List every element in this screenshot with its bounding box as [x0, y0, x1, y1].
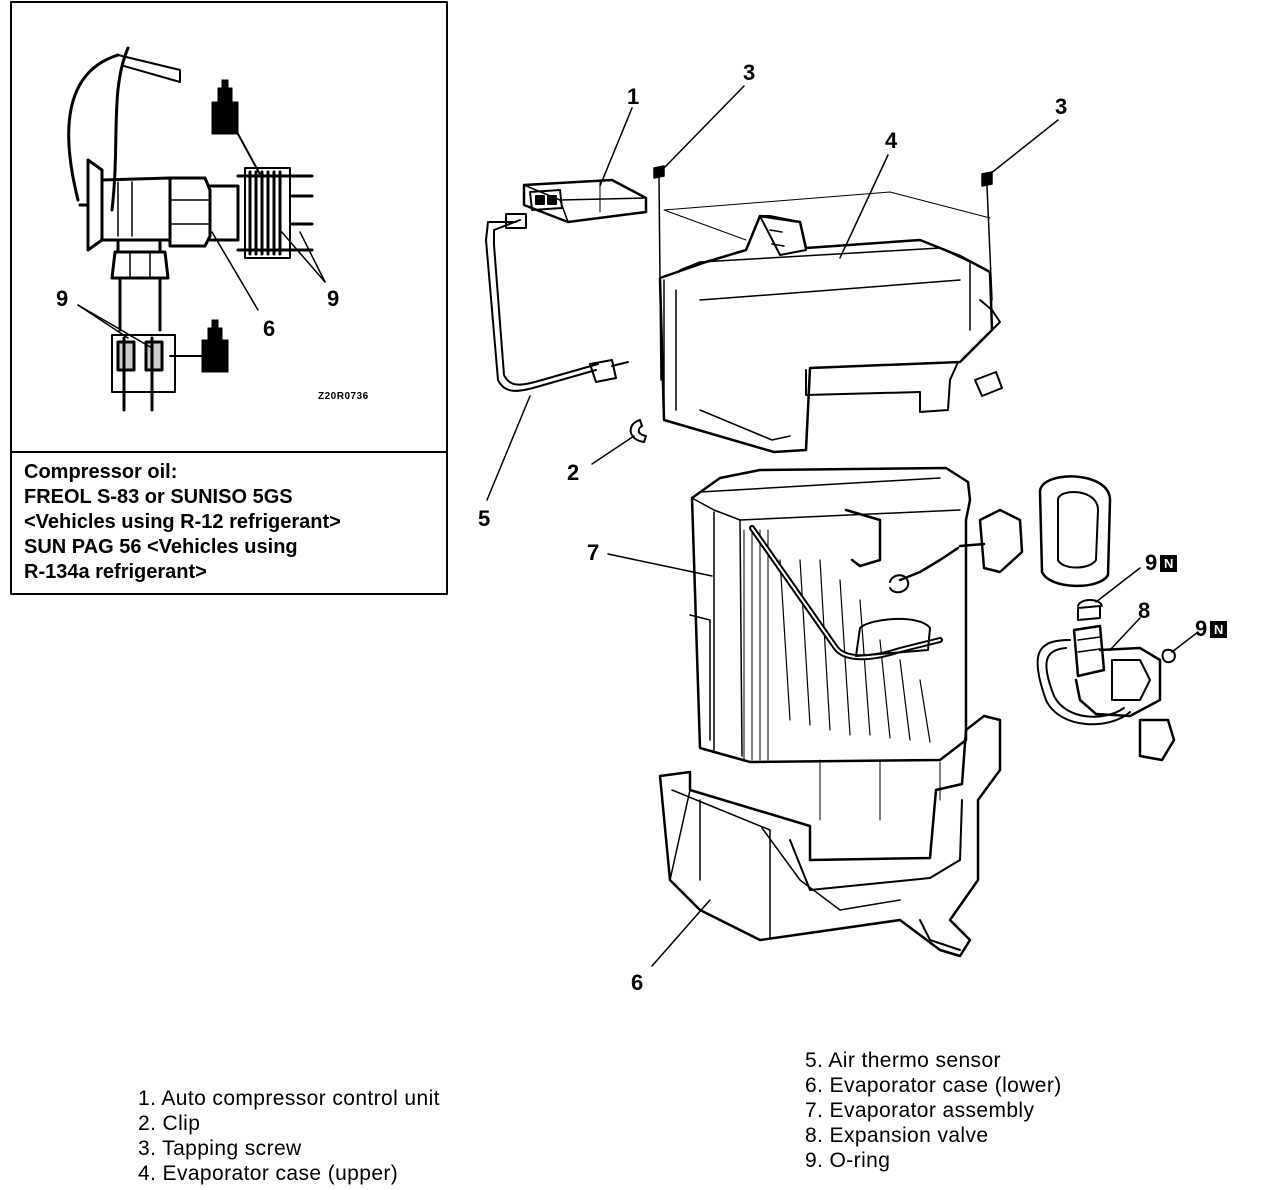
new-part-badge: N: [1160, 555, 1178, 572]
callout-number: 9: [1145, 550, 1158, 575]
expansion-valve: [1036, 605, 1176, 762]
legend-item: 5. Air thermo sensor: [805, 1049, 1001, 1072]
callout-evaporator-assembly: 7: [587, 540, 600, 565]
legend-item: 8. Expansion valve: [805, 1124, 989, 1147]
note-line: SUN PAG 56 <Vehicles using: [24, 536, 298, 558]
legend-item: 6. Evaporator case (lower): [805, 1074, 1062, 1097]
callout-air-thermo-sensor: 5: [478, 506, 491, 531]
legend-left: 1. Auto compressor control unit 2. Clip …: [138, 1086, 440, 1186]
oil-bottle-icon: [211, 79, 263, 179]
callout-clip: 2: [567, 460, 580, 485]
legend-right: 5. Air thermo sensor 6. Evaporator case …: [805, 1048, 1062, 1173]
inset-panel: [10, 1, 448, 595]
evaporator-case-upper: [658, 191, 1003, 454]
callout-number: 9: [1195, 616, 1208, 641]
evaporator-case-lower: [658, 714, 1002, 958]
inset-callout-o-ring-right: 9: [327, 286, 340, 311]
callout-expansion-valve: 8: [1138, 598, 1151, 623]
figure-code: Z20R0736: [318, 391, 369, 402]
compressor-oil-note: Compressor oil: FREOL S-83 or SUNISO 5GS…: [24, 460, 444, 585]
note-line: <Vehicles using R-12 refrigerant>: [24, 511, 341, 533]
note-line: Compressor oil:: [24, 461, 178, 483]
new-part-badge: N: [1210, 621, 1228, 638]
insulation-pad: [1038, 475, 1112, 588]
legend-item: 2. Clip: [138, 1112, 201, 1135]
auto-compressor-control-unit: [522, 178, 648, 224]
callout-tapping-screw-right: 3: [1055, 94, 1068, 119]
note-line: R-134a refrigerant>: [24, 561, 207, 583]
inset-callout-o-ring-left: 9: [56, 286, 69, 311]
legend-item: 4. Evaporator case (upper): [138, 1162, 399, 1185]
leader-lines: [486, 85, 1199, 967]
callout-tapping-screw-left: 3: [743, 60, 756, 85]
callout-evaporator-case-lower: 6: [631, 970, 644, 995]
callout-auto-compressor-control-unit: 1: [627, 84, 640, 109]
callout-evaporator-case-upper: 4: [885, 128, 898, 153]
clip: [629, 419, 647, 443]
air-thermo-sensor: [485, 213, 629, 392]
legend-item: 3. Tapping screw: [138, 1137, 302, 1160]
legend-item: 7. Evaporator assembly: [805, 1099, 1035, 1122]
inset-callout-evaporator-case-lower: 6: [263, 316, 276, 341]
evaporator-assembly: [689, 466, 1024, 764]
o-ring: [1077, 599, 1103, 607]
oil-bottle-icon: [169, 319, 229, 373]
inset-expansion-valve-illustration: [67, 46, 326, 412]
legend-item: 9. O-ring: [805, 1149, 891, 1172]
legend-item: 1. Auto compressor control unit: [138, 1087, 440, 1110]
note-line: FREOL S-83 or SUNISO 5GS: [24, 486, 293, 508]
